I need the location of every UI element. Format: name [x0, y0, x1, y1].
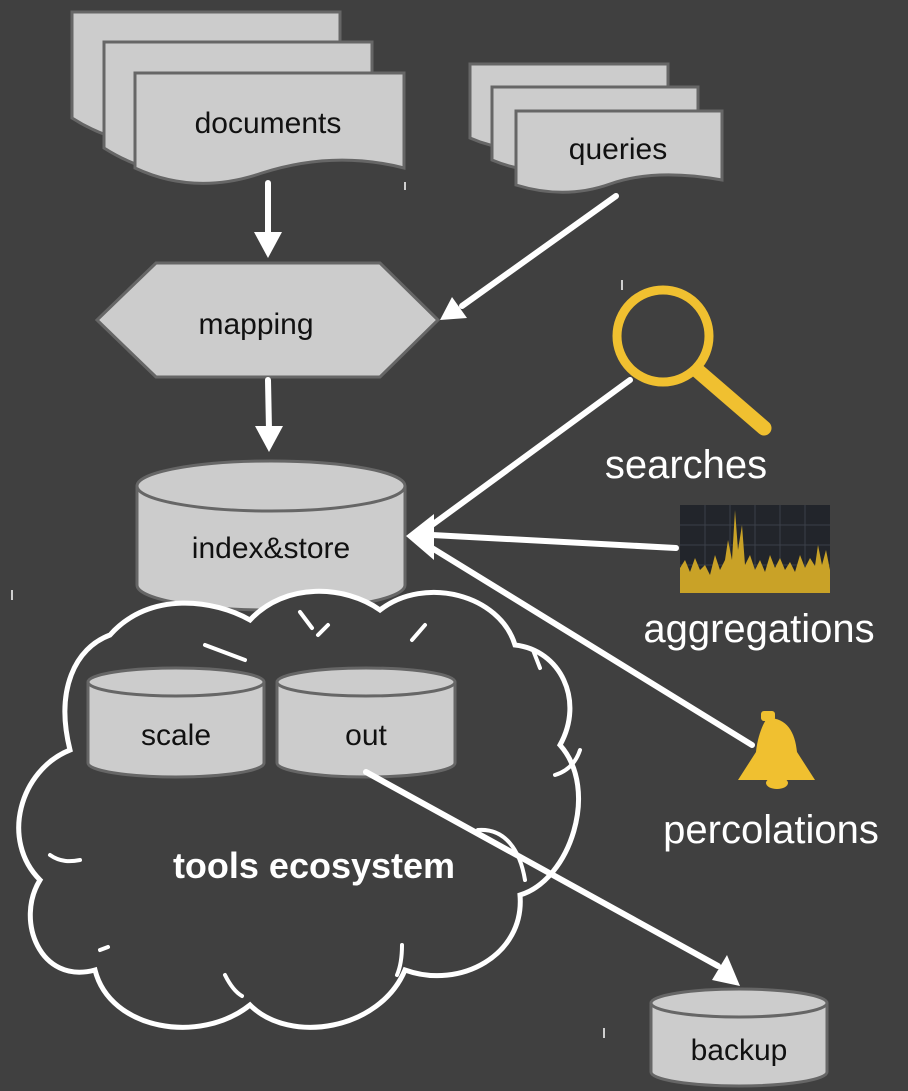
index-store-label: index&store: [192, 532, 350, 565]
queries-node: [514, 109, 724, 194]
out-group: out: [275, 666, 457, 779]
out-node: [275, 682, 457, 779]
queries-stack: queries: [468, 62, 724, 194]
backup-arrow: [363, 769, 740, 986]
magnifier-icon: [612, 285, 772, 436]
backup-label: backup: [691, 1034, 788, 1067]
documents-label: documents: [195, 107, 342, 140]
mapping-node: [94, 261, 441, 379]
mapping-group: mapping: [94, 261, 441, 379]
index-store-group: index&store: [135, 459, 407, 612]
histogram-icon: [680, 505, 830, 593]
scale-label: scale: [141, 719, 211, 752]
scale-group: scale: [86, 666, 266, 779]
flow-arrows: [254, 180, 619, 452]
searches-label: searches: [605, 443, 767, 487]
mapping-label: mapping: [198, 308, 313, 341]
tools-ecosystem-cloud: tools ecosystem: [16, 588, 582, 1030]
queries-label: queries: [569, 133, 667, 166]
operation-arrows: [406, 377, 755, 748]
documents-stack: documents: [70, 10, 406, 185]
percolations-label: percolations: [663, 808, 879, 852]
scale-node: [86, 682, 266, 779]
out-label: out: [345, 719, 387, 752]
documents-node: [133, 71, 406, 185]
stray-marks: [11, 182, 623, 1038]
backup-node: [649, 1003, 829, 1088]
bell-icon: [738, 711, 815, 789]
tools-ecosystem-label: tools ecosystem: [173, 845, 455, 886]
backup-group: backup: [649, 987, 829, 1088]
aggregations-label: aggregations: [643, 607, 874, 651]
